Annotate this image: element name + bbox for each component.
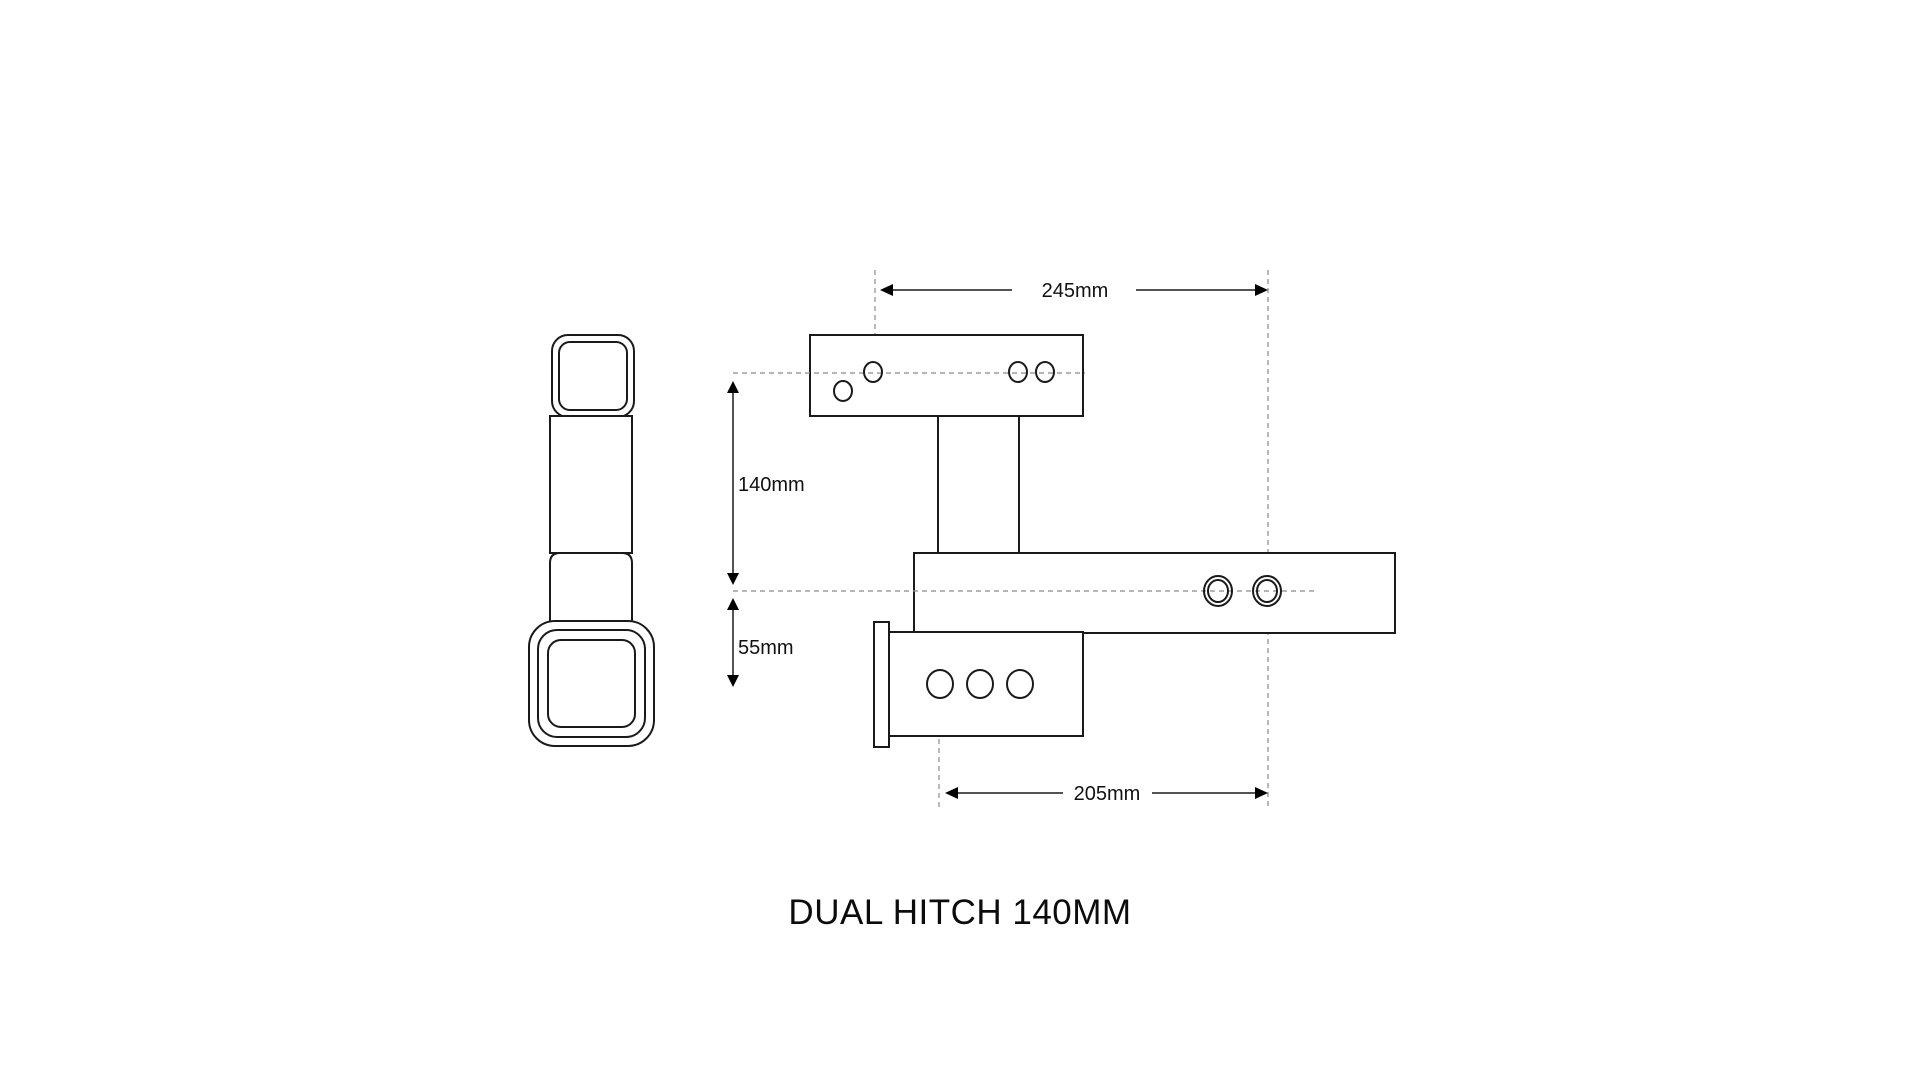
end-view-bottom-receiver <box>528 620 655 747</box>
top-bar-hole-4 <box>1035 361 1055 383</box>
lower-hole-2 <box>966 669 994 699</box>
diagram-title: DUAL HITCH 140MM <box>788 893 1132 932</box>
top-bar-hole-2 <box>833 380 853 402</box>
shank-pin-hole-2 <box>1252 575 1282 607</box>
dimension-label-140: 140mm <box>738 474 805 496</box>
end-view-bottom-receiver-inner <box>547 639 636 728</box>
main-shank-bar <box>913 552 1396 634</box>
upright-post <box>937 415 1020 554</box>
dimension-label-55: 55mm <box>738 637 794 659</box>
dimension-205mm: 205mm <box>945 783 1268 805</box>
arrow-up-icon <box>727 381 739 393</box>
shank-pin-hole-1 <box>1203 575 1233 607</box>
arrow-up-icon <box>727 598 739 610</box>
top-receiver-bar <box>809 334 1084 417</box>
arrow-right-icon <box>1255 284 1268 296</box>
dimension-245mm: 245mm <box>880 280 1268 302</box>
end-view-lower-shank <box>549 552 633 633</box>
dimension-label-205: 205mm <box>1074 783 1141 805</box>
lower-receiver-faceplate <box>873 621 890 748</box>
dimension-140mm: 140mm <box>727 381 805 585</box>
end-view-top-receiver-inner <box>558 341 628 411</box>
lower-hole-3 <box>1006 669 1034 699</box>
arrow-left-icon <box>880 284 893 296</box>
lower-hole-1 <box>926 669 954 699</box>
dimension-label-245: 245mm <box>1042 280 1109 302</box>
arrow-down-icon <box>727 573 739 585</box>
end-view <box>528 334 655 747</box>
top-bar-hole-1 <box>863 361 883 383</box>
arrow-left-icon <box>945 787 958 799</box>
top-bar-hole-3 <box>1008 361 1028 383</box>
arrow-down-icon <box>727 675 739 687</box>
side-view <box>733 270 1396 808</box>
dimension-55mm: 55mm <box>727 598 794 687</box>
arrow-right-icon <box>1255 787 1268 799</box>
end-view-top-receiver <box>551 334 635 418</box>
lower-receiver-bar <box>888 631 1084 737</box>
end-view-upright <box>549 415 633 554</box>
end-view-bottom-receiver-mid <box>537 629 646 738</box>
